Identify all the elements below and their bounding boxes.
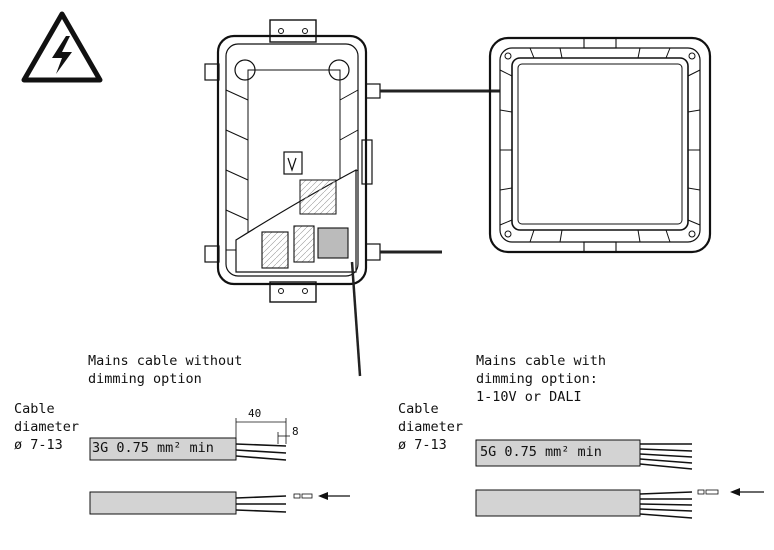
left-title-line1: Mains cable without [88, 353, 243, 369]
right-title-line1: Mains cable with [476, 353, 607, 369]
strip-length-dimension: 40 [248, 407, 262, 420]
insert-arrow-icon [318, 492, 350, 500]
left-cable-label: Cable [14, 401, 55, 417]
right-title-line3: 1-10V or DALI [476, 389, 582, 405]
cable-with-dimming [475, 439, 764, 519]
core-strip-dimension: 8 [292, 425, 299, 438]
right-title-line2: dimming option: [476, 371, 598, 387]
left-diameter-label: diameter [14, 419, 80, 435]
connecting-cables [350, 89, 500, 377]
insert-arrow-icon [730, 488, 764, 496]
left-title-line2: dimming option [88, 371, 202, 387]
luminaire-front-frame [488, 36, 712, 254]
right-cable-label: Cable [398, 401, 439, 417]
right-diameter-value: ø 7-13 [398, 437, 447, 453]
left-diameter-value: ø 7-13 [14, 437, 63, 453]
electric-hazard-warning-icon [21, 11, 103, 83]
open-luminaire-housing [204, 19, 381, 303]
right-cable-spec: 5G 0.75 mm² min [480, 444, 602, 460]
left-cable-spec: 3G 0.75 mm² min [92, 440, 214, 456]
cable-without-dimming [89, 418, 350, 515]
right-diameter-label: diameter [398, 419, 464, 435]
